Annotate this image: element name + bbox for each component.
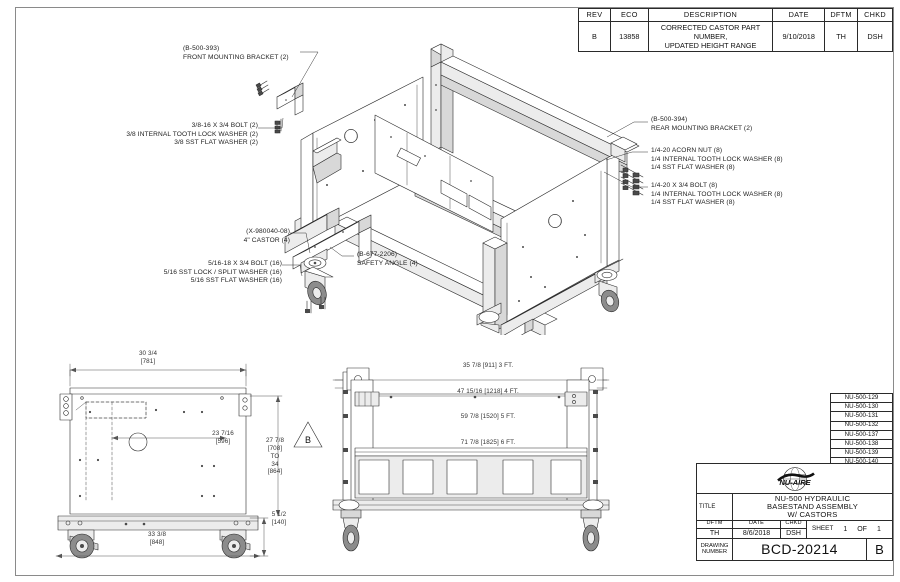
revision-cell-rev: B [578,20,611,53]
leader-rear-nut [605,151,648,161]
sheet-label: SHEET [812,525,834,533]
front-castor-right [580,509,602,552]
castor-front-right [476,302,502,334]
sheet-border-bottom [15,575,894,576]
safety-angle-plate [292,214,372,270]
dim-front-height-6ft: 71 7/8 [1825] 6 FT. [460,438,516,446]
front-mounting-bracket [276,82,304,116]
front-elevation-view [332,367,610,552]
callout-safety-angle: (B-677-2206) SAFETY ANGLE (4) [357,251,418,267]
dim-side-width-top: 30 3/4 [781] [138,350,158,366]
safety-angle-plate-right [503,318,534,335]
drawing-number-value: BCD-20214 [732,537,867,561]
side-round-feature [128,432,148,452]
revision-cell-dftm: TH [824,20,859,53]
side-body [69,387,247,515]
right-frame-assembly [482,151,624,335]
title-block-title-row: TITLE NU-500 HYDRAULIC BASESTAND ASSEMBL… [696,493,893,521]
company-logo: NU-AIRE [696,463,893,494]
callout-rear-bolt-hardware: 1/4-20 X 3/4 BOLT (8) 1/4 INTERNAL TOOTH… [651,182,783,207]
side-castor-left [67,529,99,559]
title-block-number-row: DRAWING NUMBER BCD-20214 B [696,537,893,561]
front-bracket-hardware [255,80,282,134]
drawing-title-line1: NU-500 HYDRAULIC [774,494,851,503]
callout-rear-nut-hardware: 1/4-20 ACORN NUT (8) 1/4 INTERNAL TOOTH … [651,147,783,172]
revision-block: REV ECO DESCRIPTION DATE DFTM CHKD B 138… [578,8,893,53]
side-base-rail [57,515,259,531]
drawing-title: NU-500 HYDRAULIC BASESTAND ASSEMBLY W/ C… [732,493,893,521]
revision-row: B 13858 CORRECTED CASTOR PART NUMBER, UP… [578,20,893,53]
side-castor-right [219,529,251,559]
sheet-total: 1 [876,525,881,533]
drawing-title-line3: W/ CASTORS [787,509,838,519]
top-long-beam [440,55,640,176]
leader-safety-angle [329,246,354,257]
dim-side-castor-height: 5 1/2 [140] [271,511,287,527]
revision-cell-description: CORRECTED CASTOR PART NUMBER, UPDATED HE… [647,20,774,53]
dim-side-height-range: 27 7/8 [708] TO 34 [864] [265,437,285,476]
leader-front-hardware [258,117,284,129]
callout-front-hardware: 3/8-16 X 3/4 BOLT (2) 3/8 INTERNAL TOOTH… [126,122,258,147]
title-label: TITLE [696,493,733,521]
drawing-title-line2: BASESTAND ASSEMBLY [766,501,859,511]
revision-cell-eco: 13858 [609,20,649,53]
castor-rear-right [594,260,620,313]
leader-front-bracket [291,51,319,98]
svg-text:NU-AIRE: NU-AIRE [779,478,811,487]
leader-castor [290,232,311,254]
isometric-assembly-view [255,43,644,335]
front-bracket-right [564,391,588,407]
sheet-border [15,7,893,575]
front-panel-opening [502,459,534,495]
sheet-number: 1 [843,525,848,533]
title-block: NU-AIRE TITLE NU-500 HYDRAULIC BASESTAND… [696,463,893,561]
front-panel-opening [402,459,434,495]
dim-front-height-4ft: 47 15/16 [1218] 4 FT. [457,387,519,395]
revision-flag-triangle: B [293,421,323,448]
revision-value: B [866,537,893,561]
dim-front-height-range: 35 7/8 [911] 3 FT. 47 15/16 [1218] 4 FT.… [400,345,576,464]
callout-rear-mounting-bracket: (B-500-394) REAR MOUNTING BRACKET (2) [651,116,753,132]
front-bracket-left [354,391,380,407]
sheet-of-label: OF [857,525,867,533]
callout-front-mounting-bracket: (B-500-393) FRONT MOUNTING BRACKET (2) [183,45,289,61]
front-castor-left [340,509,362,552]
sheet-border-right [893,7,894,575]
callout-castor: (X-980040-08) 4" CASTOR (4) [243,228,290,244]
castor-front-left [300,248,334,314]
center-back-panel [374,114,494,233]
callout-castor-hardware: 5/16-18 X 3/4 BOLT (16) 5/16 SST LOCK / … [163,260,282,285]
front-panel-opening [550,459,582,495]
parts-list: NU-500-129 NU-500-130 NU-500-131 NU-500-… [830,392,893,468]
dim-front-height-3ft: 35 7/8 [911] 3 FT. [462,362,514,369]
title-block-logo-row: NU-AIRE [696,463,893,494]
dim-side-width-bottom: 33 3/8 [848] [147,531,167,547]
leader-rear-bolt [603,171,648,188]
revision-cell-chkd: DSH [857,20,893,53]
side-elevation-view [55,363,283,559]
nuaire-globe-icon: NU-AIRE [776,466,815,491]
dim-front-height-5ft: 59 7/8 [1520] 5 FT. [460,413,516,420]
front-panel-opening [358,459,390,495]
revision-flag-letter: B [305,435,311,445]
leader-castor-hardware [282,264,303,277]
front-panel-opening [446,459,478,495]
leader-rear-bracket [606,121,648,138]
dim-side-inner: 23 7/16 [596] [212,430,234,446]
